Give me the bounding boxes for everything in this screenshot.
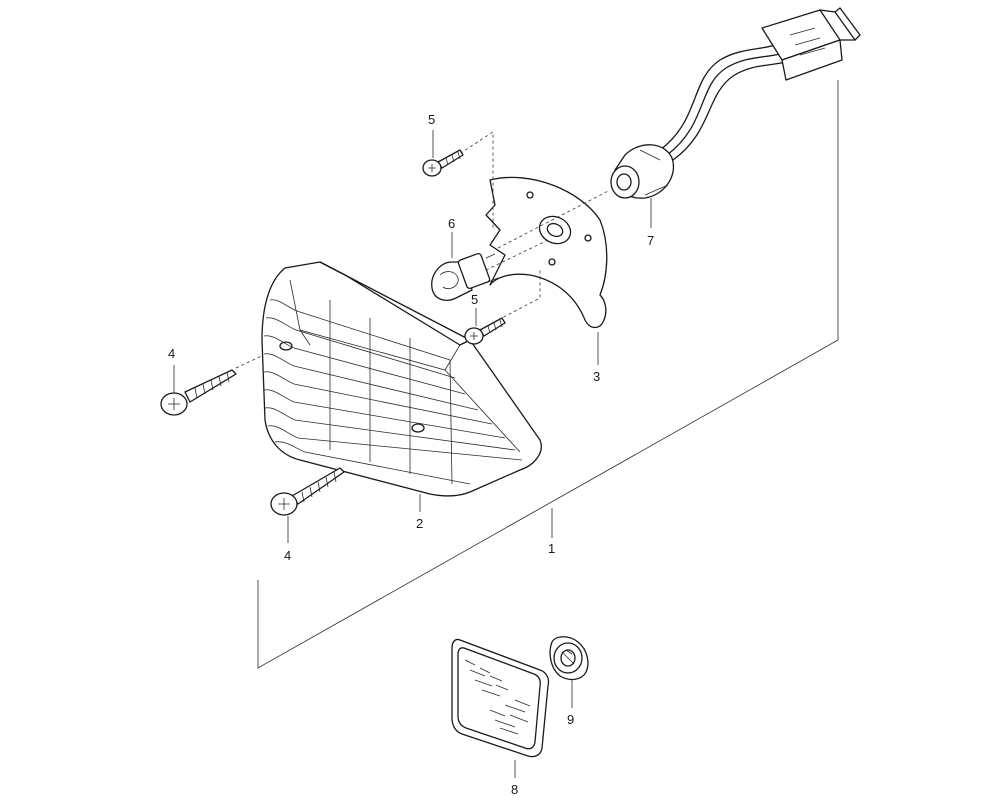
callout-6: 6 <box>448 216 455 231</box>
callout-7: 7 <box>647 233 654 248</box>
callout-8: 8 <box>511 782 518 797</box>
callout-2: 2 <box>416 516 423 531</box>
connector <box>761 7 861 81</box>
callout-9: 9 <box>567 712 574 727</box>
callout-5-lower: 5 <box>471 292 478 307</box>
lamp-lens <box>261 261 542 512</box>
bulb <box>431 232 499 301</box>
mounting-bracket <box>485 176 608 365</box>
callout-1: 1 <box>548 541 555 556</box>
screw-small-lower <box>464 308 506 345</box>
nut <box>549 636 589 708</box>
screw-long-lower <box>270 467 345 543</box>
lens-ribs <box>263 299 523 485</box>
screw-long-upper <box>160 365 237 416</box>
callout-5-upper: 5 <box>428 112 435 127</box>
screw-small-upper <box>422 130 464 177</box>
callout-4-upper: 4 <box>168 346 175 361</box>
assembly-bracket-lines <box>257 80 839 669</box>
wiring-harness <box>659 44 787 161</box>
bulb-socket <box>610 144 675 228</box>
callout-3: 3 <box>593 369 600 384</box>
reflector <box>451 638 550 778</box>
callout-labels: 1 2 3 4 4 5 5 6 7 8 9 <box>168 112 654 797</box>
callout-4-lower: 4 <box>284 548 291 563</box>
reflector-pattern <box>464 659 531 735</box>
